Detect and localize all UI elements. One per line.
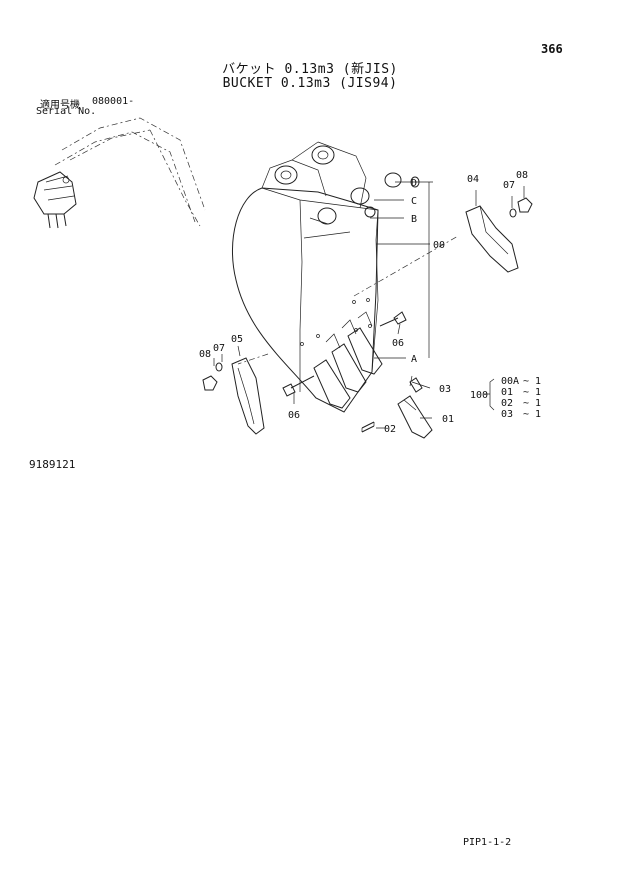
side-cutter-04: [379, 197, 533, 327]
serial-number-value: 080001-: [92, 96, 135, 107]
callout-label-06-right: 06: [392, 338, 404, 349]
callout-label-01: 01: [442, 414, 454, 425]
page-code: PIP1-1-2: [463, 837, 512, 848]
callout-label-A: A: [411, 354, 417, 365]
assembly-item-part: 01: [501, 387, 513, 398]
callout-label-D: D: [411, 178, 417, 189]
callout-label-02: 02: [384, 424, 396, 435]
bucket-body: [232, 141, 420, 413]
callout-label-00: 00: [433, 240, 445, 251]
assembly-item-qty: ~ 1: [523, 409, 541, 420]
callout-label-07-right: 07: [503, 180, 515, 191]
callout-label-C: C: [411, 196, 417, 207]
bucket-teeth: [313, 311, 383, 409]
callout-label-07-left: 07: [213, 343, 225, 354]
serial-label-english: Serial No.: [36, 106, 97, 117]
assembly-item-part: 03: [501, 409, 513, 420]
callout-label-08-left: 08: [199, 349, 211, 360]
assembly-item-qty: ~ 1: [523, 387, 541, 398]
assembly-group-number: 100: [470, 390, 488, 401]
assembly-item-part: 00A: [501, 376, 519, 387]
tooth-point-01: [361, 377, 433, 439]
drawing-number: 9189121: [29, 458, 76, 471]
callout-label-08-right: 08: [516, 170, 528, 181]
serial-label-japanese: 適用号機: [40, 100, 80, 111]
page-title-english: BUCKET 0.13m3 (JIS94): [222, 76, 398, 91]
page-number: 366: [541, 42, 563, 56]
page-title-japanese: バケット 0.13m3 (新JIS): [222, 62, 398, 77]
locator-arm-sketch: [33, 117, 206, 229]
callout-label-05: 05: [231, 334, 243, 345]
assembly-item-qty: ~ 1: [523, 376, 541, 387]
callout-label-04: 04: [467, 174, 479, 185]
callout-label-B: B: [411, 214, 417, 225]
side-cutter-05: [202, 357, 315, 435]
callout-label-06-left: 06: [288, 410, 300, 421]
callout-label-03: 03: [439, 384, 451, 395]
assembly-item-qty: ~ 1: [523, 398, 541, 409]
leader-lines: [213, 181, 525, 429]
assembly-item-part: 02: [501, 398, 513, 409]
